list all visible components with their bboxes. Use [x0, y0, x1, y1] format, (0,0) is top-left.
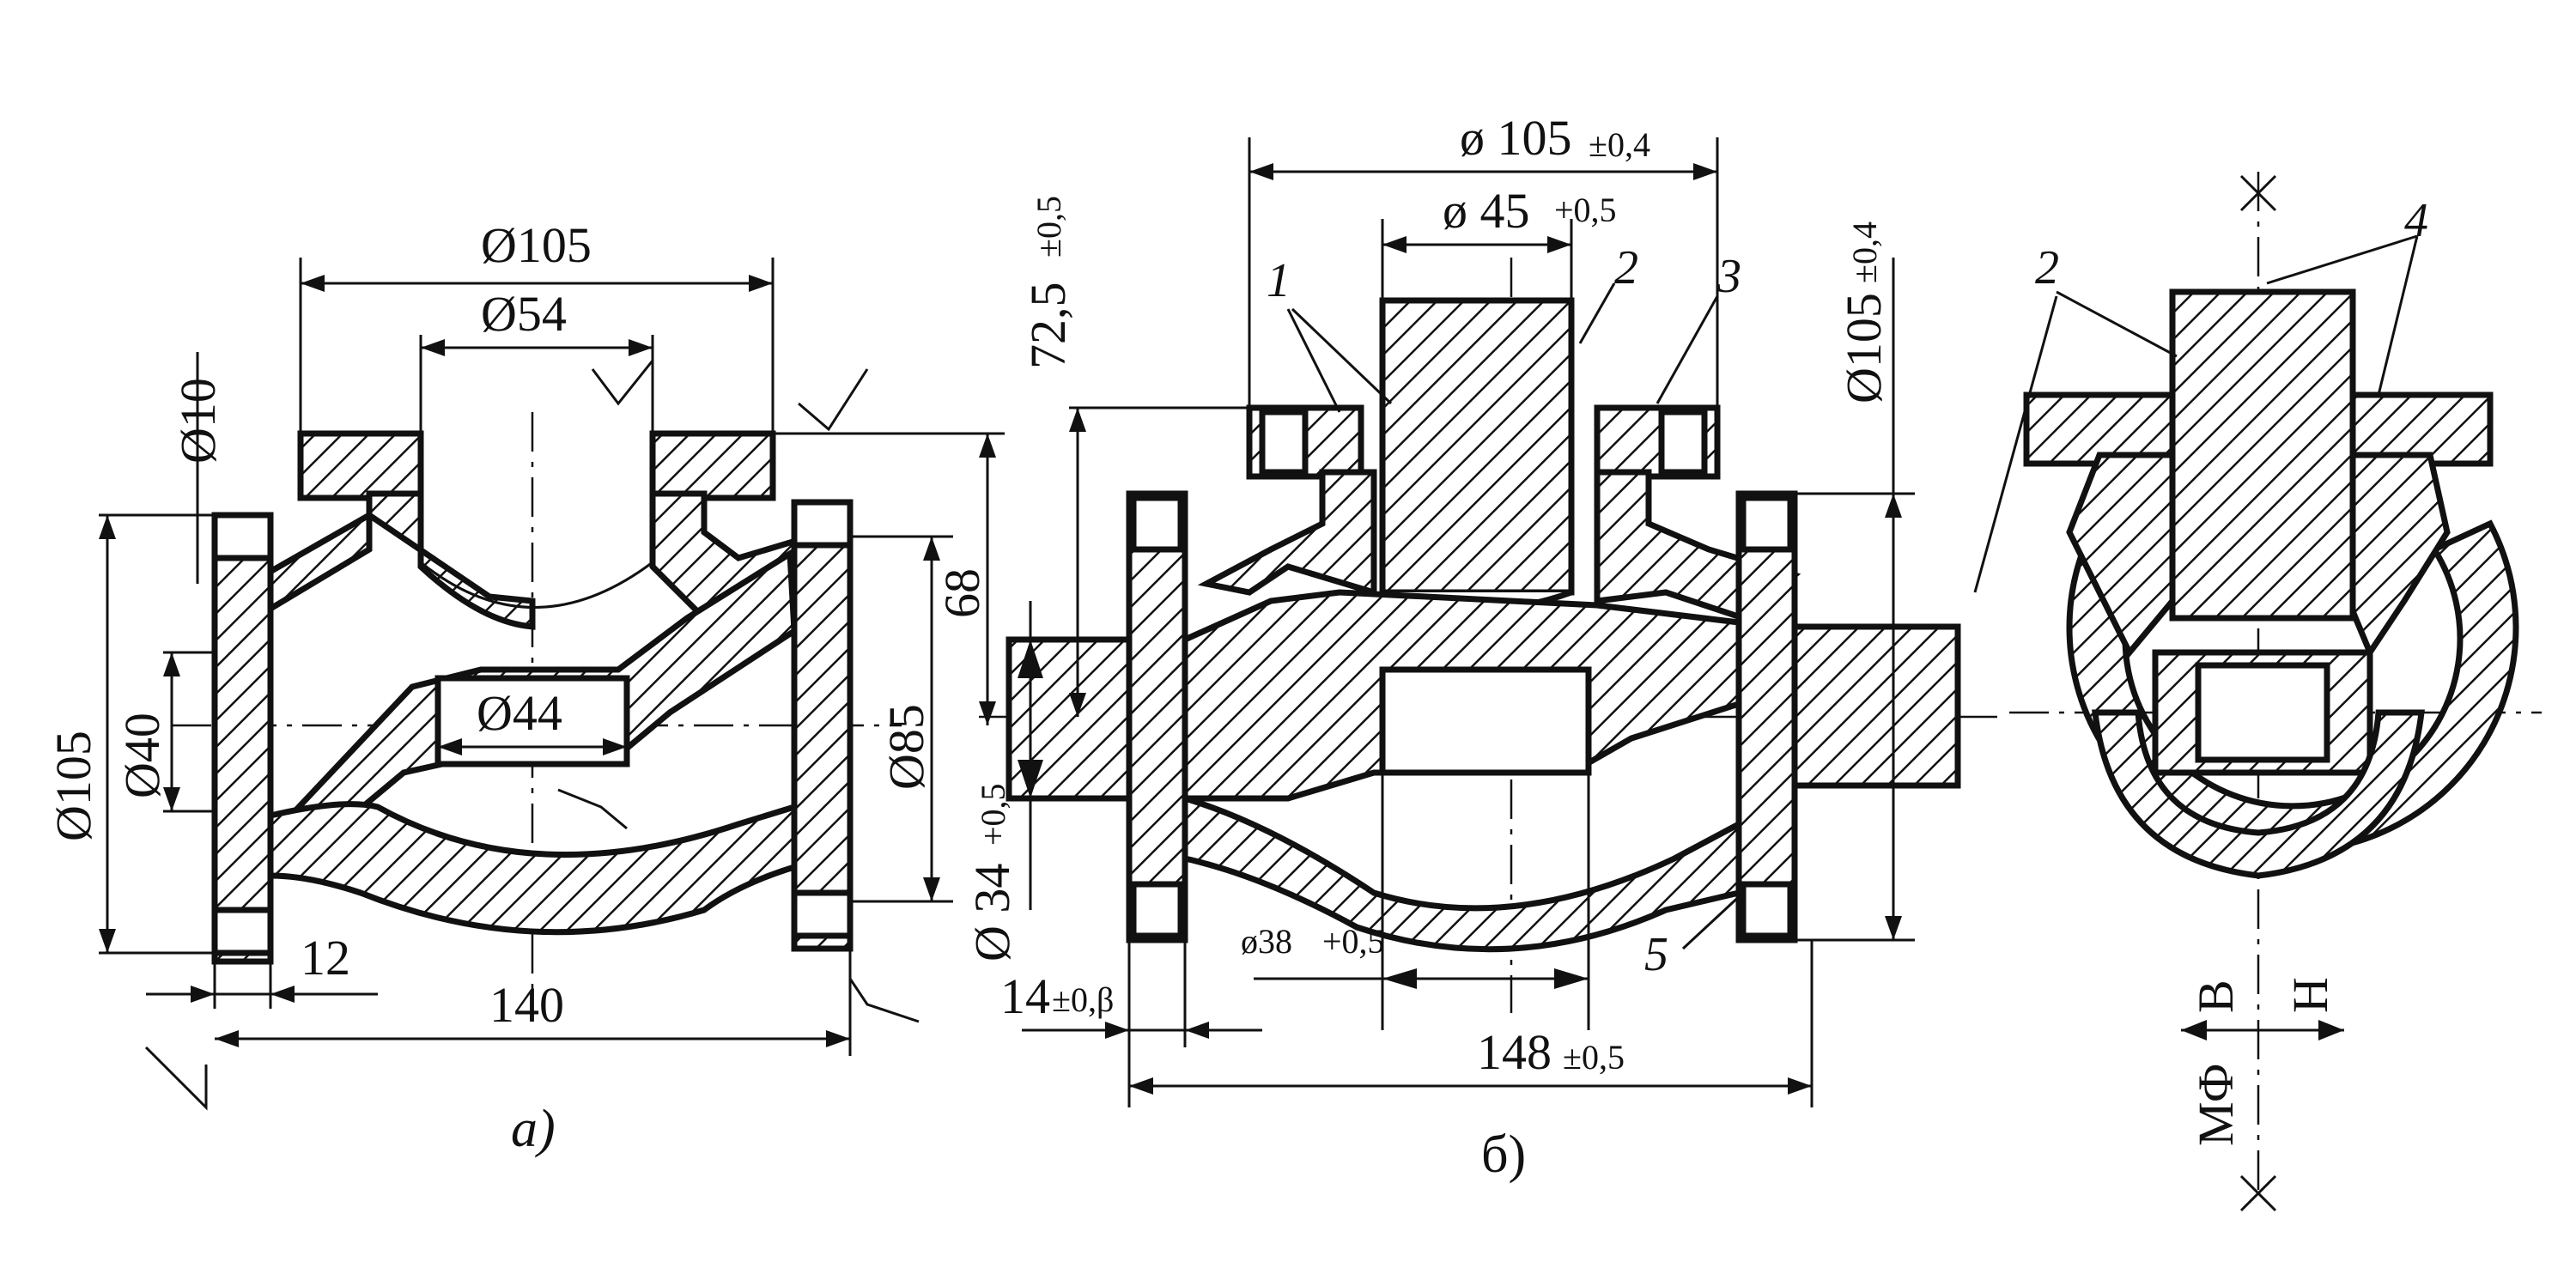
view-b-callout-2: 2 [1614, 241, 1638, 294]
view-a-dimensions: Ø105 Ø54 Ø10 Ø105 Ø40 Ø44 [46, 217, 1005, 1158]
dim-b-w14-tol: ±0,β [1052, 980, 1114, 1019]
dim-b-d34: Ø 34 [964, 864, 1020, 962]
view-c-label-mf: МФ [2188, 1063, 2244, 1146]
view-a-section [172, 412, 902, 1013]
dim-b-h72-tol: ±0,5 [1030, 196, 1068, 258]
dim-a-h68: 68 [934, 568, 990, 618]
dim-a-d54: Ø54 [481, 286, 567, 342]
dim-a-d85: Ø85 [878, 704, 934, 790]
dim-a-w12: 12 [301, 930, 350, 986]
dim-b-d38: ø38 [1241, 922, 1292, 961]
dim-a-d10: Ø10 [170, 378, 226, 464]
dim-b-d105-right-tol: ±0,4 [1845, 221, 1884, 283]
dim-b-d105-top-tol: ±0,4 [1589, 125, 1650, 164]
view-c-section [2009, 172, 2542, 1193]
view-b-callout-1: 1 [1267, 254, 1291, 307]
dim-b-w148: 148 [1477, 1024, 1552, 1080]
dim-b-d45-tol: +0,5 [1554, 191, 1617, 229]
dim-b-h72: 72,5 [1020, 282, 1076, 370]
dim-b-d34-tol: +0,5 [974, 783, 1012, 846]
view-b-callout-5: 5 [1644, 928, 1668, 981]
view-c-labels: 2 4 В Н МФ [1973, 174, 2428, 1212]
dim-b-d45: ø 45 [1443, 183, 1530, 239]
dim-a-d105-top: Ø105 [481, 217, 592, 273]
dim-b-w148-tol: ±0,5 [1563, 1038, 1625, 1077]
dim-a-d44: Ø44 [477, 685, 562, 741]
dim-a-d40: Ø40 [114, 713, 170, 798]
view-b-section [979, 258, 2001, 1013]
dim-b-d105-right: Ø105 [1836, 293, 1892, 403]
view-c-label-lower: Н [2282, 977, 2338, 1013]
dim-a-d105-left: Ø105 [46, 731, 101, 841]
view-b-caption: б) [1481, 1125, 1526, 1184]
view-c-callout-4: 4 [2404, 194, 2428, 247]
view-a-caption: а) [511, 1100, 556, 1158]
view-c-label-upper: В [2188, 980, 2244, 1013]
dim-a-w140: 140 [489, 977, 564, 1033]
view-b-callout-3: 3 [1716, 250, 1741, 303]
dim-b-d105-top: ø 105 [1460, 110, 1572, 166]
dim-b-d38-tol: +0,5 [1322, 922, 1385, 961]
view-c-callout-2: 2 [2035, 241, 2059, 294]
dim-b-w14: 14 [1000, 968, 1050, 1024]
view-b-dimensions: ø 105 ±0,4 ø 45 +0,5 72,5 ±0,5 Ø105 ±0,4… [964, 110, 1915, 1184]
